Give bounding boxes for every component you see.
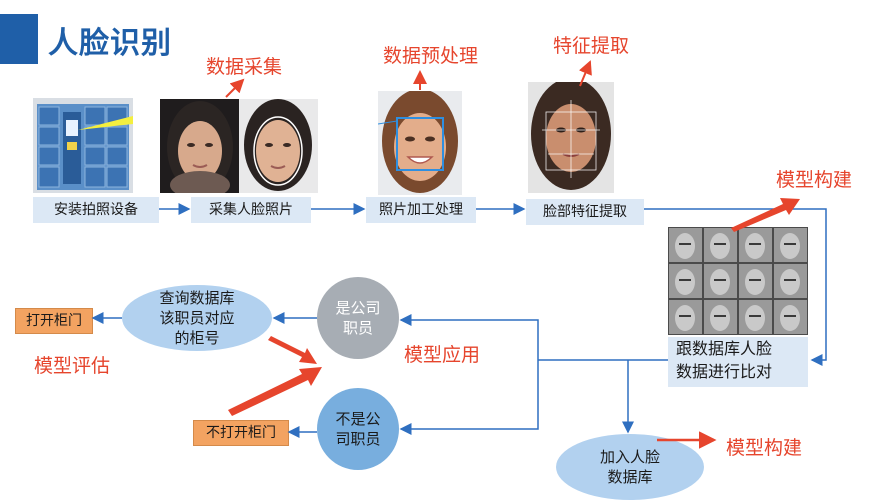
red-block-arrow-evaluate-2 [228, 367, 322, 416]
compare-database-box: 跟数据库人脸 数据进行比对 [668, 337, 808, 387]
title-accent-bar [0, 14, 38, 64]
is-employee-line-2: 职员 [342, 319, 373, 337]
query-locker-node: 查询数据库该职员对应的柜号 [122, 285, 272, 351]
label-feature-extraction: 特征提取 [553, 35, 630, 57]
label-data-collection: 数据采集 [206, 56, 283, 78]
is-employee-node: 是公司职员 [317, 277, 399, 359]
add-db-line-2: 数据库 [607, 468, 653, 486]
captured-faces-image [160, 99, 318, 193]
red-block-arrow-evaluate-1 [268, 336, 317, 364]
step-capture-photos: 采集人脸照片 [191, 197, 311, 223]
locker-device-image [33, 98, 133, 193]
compare-line-2: 数据进行比对 [676, 362, 773, 381]
not-employee-node: 不是公司职员 [317, 388, 399, 470]
open-locker-box: 打开柜门 [15, 308, 93, 334]
label-model-evaluation: 模型评估 [34, 355, 111, 377]
add-db-line-1: 加入人脸 [599, 447, 660, 466]
processed-face-image [378, 91, 462, 195]
label-model-build-top: 模型构建 [776, 169, 853, 191]
query-line-2: 该职员对应 [159, 308, 235, 327]
page-title: 人脸识别 [48, 26, 172, 61]
not-employee-line-1: 不是公 [335, 409, 381, 428]
query-line-1: 查询数据库 [159, 288, 235, 307]
label-model-application: 模型应用 [404, 344, 481, 366]
add-to-database-node: 加入人脸数据库 [556, 434, 704, 500]
label-model-build-bottom: 模型构建 [726, 437, 803, 459]
step-install-device: 安装拍照设备 [33, 197, 159, 223]
face-database-grid-image [668, 227, 808, 335]
feature-face-image [528, 82, 614, 193]
step-extract-features: 脸部特征提取 [526, 199, 644, 225]
query-line-3: 的柜号 [174, 329, 220, 348]
not-open-locker-box: 不打开柜门 [193, 420, 289, 446]
step-process-photos: 照片加工处理 [366, 197, 476, 223]
not-employee-line-2: 司职员 [335, 430, 381, 448]
label-preprocessing: 数据预处理 [383, 45, 479, 67]
arrow-to-not-employee [399, 360, 539, 435]
compare-line-1: 跟数据库人脸 [676, 339, 773, 358]
is-employee-line-1: 是公司 [335, 298, 381, 317]
red-arrow-collection [225, 78, 245, 98]
